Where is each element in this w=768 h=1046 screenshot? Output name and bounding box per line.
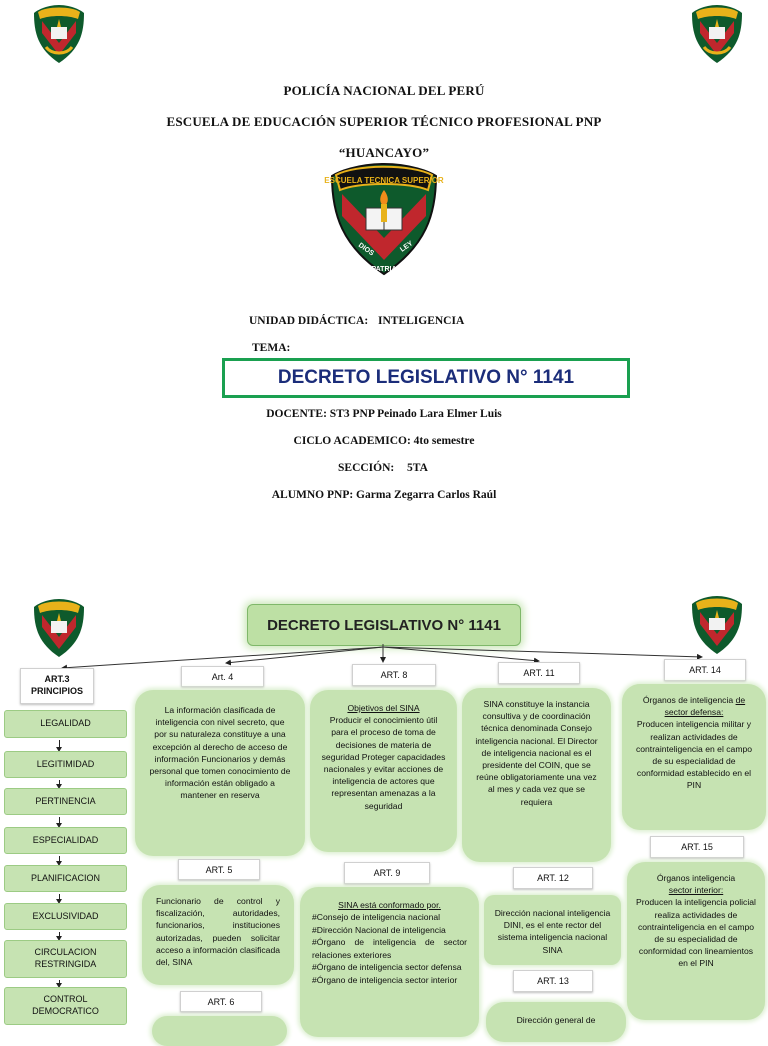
seccion-label: SECCIÓN: (338, 462, 395, 474)
principle-especialidad: ESPECIALIDAD (4, 827, 127, 854)
unidad-value: INTELIGENCIA (378, 315, 465, 327)
art14-heading-a: Órganos de inteligencia (642, 695, 734, 705)
art15-text: Producen la inteligencia policial realiz… (636, 897, 756, 969)
principle-planificacion: PLANIFICACION (4, 865, 127, 892)
diagram-crest-left (34, 599, 84, 657)
principle-arrow (56, 817, 62, 828)
school-crest-top-right (692, 5, 742, 63)
art4-label: Art. 4 (181, 666, 264, 687)
school-title: ESCUELA DE EDUCACIÓN SUPERIOR TÉCNICO PR… (166, 114, 602, 129)
principle-control-democratico: CONTROL DEMOCRATICO (4, 987, 127, 1025)
art11-bubble: SINA constituye la instancia consultiva … (462, 688, 611, 862)
art12-label: ART. 12 (513, 867, 593, 889)
art9-item: #Consejo de inteligencia nacional (312, 912, 441, 923)
principle-arrow (56, 856, 62, 866)
art8-label: ART. 8 (352, 664, 436, 686)
art9-item: #Dirección Nacional de inteligencia (312, 924, 446, 935)
principle-arrow (56, 894, 62, 904)
art4-bubble: La información clasificada de inteligenc… (135, 690, 305, 856)
art14-bubble: Órganos de inteligencia de sector defens… (622, 684, 766, 830)
art9-item: #Órgano de inteligencia sector interior (312, 974, 458, 985)
art9-bubble: SINA está conformado por. #Consejo de in… (300, 887, 479, 1037)
seccion-value: 5TA (407, 462, 428, 474)
principle-arrow (56, 980, 62, 988)
unidad-label: UNIDAD DIDÁCTICA: (249, 315, 369, 327)
diagram-title: DECRETO LEGISLATIVO N° 1141 (247, 604, 521, 646)
principle-arrow (56, 780, 62, 789)
principle-legalidad: LEGALIDAD (4, 710, 127, 738)
principle-circulacion-restringida: CIRCULACION RESTRINGIDA (4, 940, 127, 978)
art6-label: ART. 6 (180, 991, 262, 1012)
principle-arrow (56, 740, 62, 752)
art9-item: #Órgano de inteligencia sector defensa (312, 962, 462, 973)
alumno-line: ALUMNO PNP: Garma Zegarra Carlos Raúl (271, 489, 497, 501)
school-location: “HUANCAYO” (338, 145, 430, 160)
principle-arrow (56, 932, 62, 941)
principle-pertinencia: PERTINENCIA (4, 788, 127, 815)
connector-lines (61, 644, 703, 671)
art9-label: ART. 9 (344, 862, 430, 884)
crest-bottom-word: PATRIA (371, 266, 396, 273)
diagram-crest-right (692, 596, 742, 654)
art9-item: #Órgano de inteligencia de sector relaci… (312, 937, 467, 960)
art9-heading: SINA está conformado por. (338, 900, 441, 910)
principle-legitimidad: LEGITIMIDAD (4, 751, 127, 778)
art6-bubble (152, 1016, 287, 1046)
school-crest-top-left (34, 5, 84, 63)
art12-bubble: Dirección nacional inteligencia DINI, es… (484, 895, 621, 965)
art5-label: ART. 5 (178, 859, 260, 880)
school-crest-center: ESCUELA TECNICA SUPERIOR DIOS LEY PATRIA (324, 162, 444, 276)
ciclo-line: CICLO ACADEMICO: 4to semestre (293, 435, 475, 447)
art15-label: ART. 15 (650, 836, 744, 858)
art5-bubble: Funcionario de control y fiscalización, … (142, 885, 294, 985)
crest-banner-text: ESCUELA TECNICA SUPERIOR (324, 176, 444, 185)
art15-bubble: Órganos inteligencia sector interior: Pr… (627, 862, 765, 1020)
art8-bubble: Objetivos del SINA Producir el conocimie… (310, 690, 457, 852)
tema-title: DECRETO LEGISLATIVO N° 1141 (277, 367, 575, 388)
art8-heading: Objetivos del SINA (347, 703, 420, 713)
art15-heading-a: Órganos inteligencia (656, 873, 736, 883)
art8-text: Producir el conocimiento útil para el pr… (321, 715, 446, 811)
art14-text: Producen inteligencia militar y realizan… (635, 719, 753, 791)
principle-exclusividad: EXCLUSIVIDAD (4, 903, 127, 930)
art13-label: ART. 13 (513, 970, 593, 992)
art14-label: ART. 14 (664, 659, 746, 681)
docente-line: DOCENTE: ST3 PNP Peinado Lara Elmer Luis (266, 408, 502, 420)
art15-heading-b: sector interior: (668, 885, 724, 896)
art14-heading-b: de sector defensa: (664, 695, 746, 718)
diagram-title-text: DECRETO LEGISLATIVO N° 1141 (267, 616, 501, 634)
art13-bubble: Dirección general de (486, 1002, 626, 1042)
art3-label: ART.3 PRINCIPIOS (20, 668, 94, 704)
art11-label: ART. 11 (498, 662, 580, 684)
tema-label: TEMA: (252, 342, 291, 354)
institution-title: POLICÍA NACIONAL DEL PERÚ (283, 83, 485, 98)
tema-title-box: DECRETO LEGISLATIVO N° 1141 (222, 358, 630, 398)
